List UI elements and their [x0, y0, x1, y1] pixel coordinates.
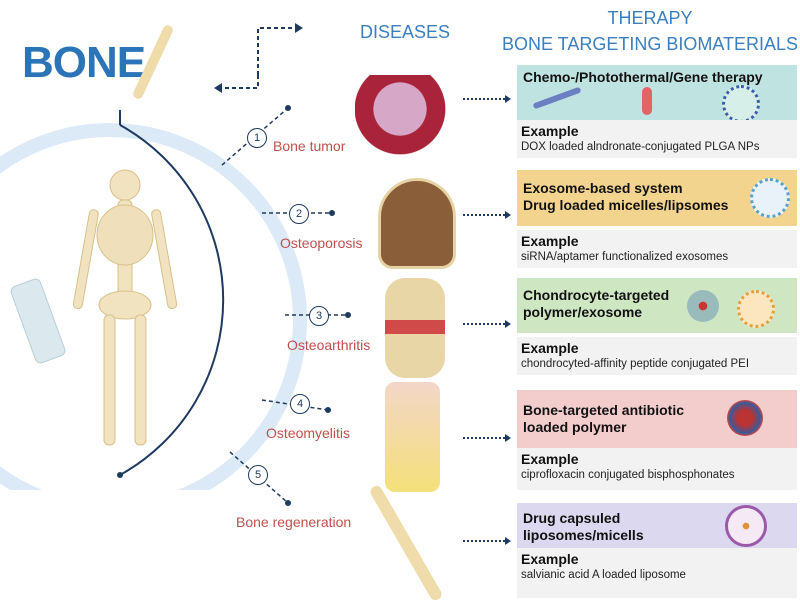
- therapy-box-2: Exosome-based system Drug loaded micelle…: [517, 170, 797, 226]
- therapy-box-4: Bone-targeted antibiotic loaded polymer: [517, 390, 797, 448]
- exosome-icon: [750, 178, 790, 218]
- example-label: Example: [521, 551, 579, 567]
- disease-number-4: 4: [290, 394, 310, 414]
- example-text: ciprofloxacin conjugated bisphosphonates: [521, 469, 735, 481]
- disease-number-3: 3: [309, 306, 329, 326]
- therapy-title: Exosome-based system: [523, 180, 683, 196]
- therapy-box-3: Chondrocyte-targeted polymer/exosome: [517, 278, 797, 333]
- disease-label-osteomyelitis: Osteomyelitis: [266, 425, 351, 441]
- bone-regeneration-image: [368, 483, 444, 603]
- disease-label-bone-tumor: Bone tumor: [273, 138, 346, 154]
- therapy-title: Chemo-/Photothermal/Gene therapy: [523, 69, 763, 85]
- therapy-example-1: Example DOX loaded alndronate-conjugated…: [517, 120, 797, 158]
- virus-icon: [722, 85, 760, 123]
- arrow-to-therapy-4: [463, 434, 511, 442]
- arrow-to-therapy-5: [463, 537, 511, 545]
- therapy-title-line2: liposomes/micells: [523, 527, 644, 543]
- bone-tumor-image: [355, 75, 455, 160]
- disease-label-bone-regeneration: Bone regeneration: [236, 514, 352, 530]
- disease-number-2: 2: [289, 204, 309, 224]
- therapy-title-line2: loaded polymer: [523, 419, 627, 435]
- example-text: DOX loaded alndronate-conjugated PLGA NP…: [521, 141, 760, 153]
- example-label: Example: [521, 340, 579, 356]
- osteoporosis-bone-image: [378, 178, 456, 269]
- therapy-box-1: Chemo-/Photothermal/Gene therapy: [517, 65, 797, 123]
- body-arc: [0, 110, 307, 490]
- disease-label-osteoporosis: Osteoporosis: [280, 235, 363, 251]
- arrow-to-therapy-2: [463, 211, 511, 219]
- skeleton-illustration: [72, 169, 178, 446]
- therapy-title: Chondrocyte-targeted: [523, 287, 670, 303]
- example-text: siRNA/aptamer functionalized exosomes: [521, 251, 729, 263]
- example-text: chondrocyted-affinity peptide conjugated…: [521, 358, 750, 370]
- therapy-title: Drug capsuled: [523, 510, 621, 526]
- therapy-example-4: Example ciprofloxacin conjugated bisphos…: [517, 448, 797, 490]
- therapy-title-line2: polymer/exosome: [523, 304, 643, 320]
- bone-title: BONE: [22, 38, 146, 87]
- therapy-example-2: Example siRNA/aptamer functionalized exo…: [517, 230, 797, 268]
- polymer-nanoparticle-icon: [687, 290, 719, 322]
- disease-number-1: 1: [247, 128, 267, 148]
- arrow-to-therapy-1: [463, 95, 511, 103]
- osteomyelitis-image: [385, 382, 440, 492]
- therapy-header: THERAPY: [607, 8, 693, 28]
- bidirectional-arrow-icon: [214, 23, 303, 93]
- arrow-to-therapy-3: [463, 320, 511, 328]
- therapy-example-5: Example salvianic acid A loaded liposome: [517, 548, 797, 598]
- example-label: Example: [521, 233, 579, 249]
- therapy-subheader: BONE TARGETING BIOMATERIALS: [501, 34, 799, 54]
- disease-label-osteoarthritis: Osteoarthritis: [287, 337, 371, 353]
- example-label: Example: [521, 451, 579, 467]
- liposome-icon: [725, 505, 767, 547]
- exosome-icon: [737, 290, 775, 328]
- example-label: Example: [521, 123, 579, 139]
- disease-number-5: 5: [248, 465, 268, 485]
- therapy-title-line2: Drug loaded micelles/lipsomes: [523, 197, 729, 213]
- example-text: salvianic acid A loaded liposome: [521, 569, 686, 581]
- syringe-icon: [532, 86, 582, 110]
- therapy-title: Bone-targeted antibiotic: [523, 402, 685, 418]
- polymer-icon: [727, 400, 763, 436]
- therapy-example-3: Example chondrocyted-affinity peptide co…: [517, 337, 797, 375]
- diseases-header: DISEASES: [359, 22, 451, 42]
- therapy-box-5: Drug capsuled liposomes/micells: [517, 503, 797, 548]
- osteoarthritis-joint-image: [385, 278, 445, 378]
- thermometer-icon: [642, 87, 652, 115]
